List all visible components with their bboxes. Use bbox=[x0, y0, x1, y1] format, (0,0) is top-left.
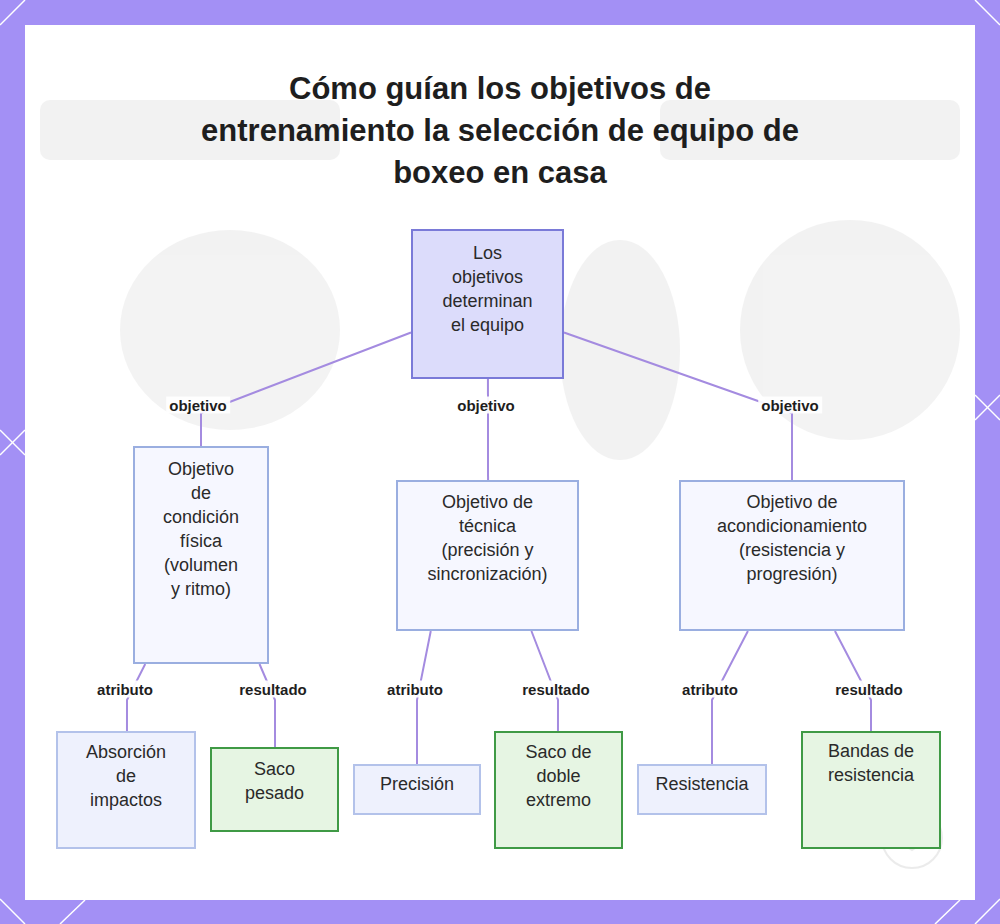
node-label: Precisión bbox=[380, 772, 454, 796]
frame-line bbox=[0, 430, 25, 455]
frame-line bbox=[975, 395, 1000, 420]
node-label: Resistencia bbox=[655, 772, 748, 796]
frame-line bbox=[975, 395, 1000, 420]
node-label: Los objetivos determinan el equipo bbox=[441, 241, 534, 337]
edge-label: resultado bbox=[236, 681, 310, 698]
connector-line bbox=[487, 379, 489, 480]
concept-box: Bandas de resistencia bbox=[801, 731, 941, 849]
connector-line bbox=[127, 664, 145, 731]
faded-shape bbox=[740, 220, 960, 440]
edge-label: resultado bbox=[832, 681, 906, 698]
frame-line bbox=[0, 0, 25, 25]
root-box: Los objetivos determinan el equipo bbox=[411, 229, 564, 379]
concept-box: Saco pesado bbox=[210, 747, 339, 832]
connector-line bbox=[201, 333, 411, 447]
concept-box: Saco de doble extremo bbox=[494, 731, 623, 849]
node-label: Objetivo de condición física (volumen y … bbox=[159, 457, 243, 601]
concept-box: Objetivo de condición física (volumen y … bbox=[133, 446, 269, 664]
concept-box: Objetivo de técnica (precisión y sincron… bbox=[396, 480, 579, 631]
concept-box: Resistencia bbox=[637, 764, 767, 815]
connector-line bbox=[259, 664, 275, 747]
edge-label: objetivo bbox=[758, 397, 822, 414]
faded-shape bbox=[120, 230, 340, 430]
node-label: Objetivo de acondicionamiento (resistenc… bbox=[706, 490, 878, 586]
connector-line bbox=[417, 631, 431, 764]
edge-label: objetivo bbox=[166, 397, 230, 414]
faded-background bbox=[40, 100, 960, 460]
frame-line bbox=[975, 0, 1000, 25]
edge-label: atributo bbox=[384, 681, 446, 698]
concept-box: Precisión bbox=[353, 764, 481, 815]
edge-label: objetivo bbox=[454, 397, 518, 414]
edge-label: atributo bbox=[679, 681, 741, 698]
edge-label: resultado bbox=[519, 681, 593, 698]
frame-line bbox=[935, 900, 960, 924]
node-label: Absorción de impactos bbox=[83, 740, 169, 812]
concept-box: Absorción de impactos bbox=[56, 731, 196, 849]
frame-line bbox=[0, 899, 25, 924]
node-label: Bandas de resistencia bbox=[813, 739, 929, 787]
faded-shape bbox=[560, 240, 680, 460]
node-label: Saco de doble extremo bbox=[516, 740, 601, 812]
frame-line bbox=[975, 899, 1000, 924]
connector-line bbox=[712, 631, 748, 764]
frame-line bbox=[60, 900, 85, 924]
diagram-title: Cómo guían los objetivos de entrenamient… bbox=[180, 68, 820, 194]
node-label: Objetivo de técnica (precisión y sincron… bbox=[418, 490, 557, 586]
node-label: Saco pesado bbox=[237, 757, 312, 805]
edge-label: atributo bbox=[94, 681, 156, 698]
frame-line bbox=[0, 430, 25, 455]
concept-box: Objetivo de acondicionamiento (resistenc… bbox=[679, 480, 905, 631]
